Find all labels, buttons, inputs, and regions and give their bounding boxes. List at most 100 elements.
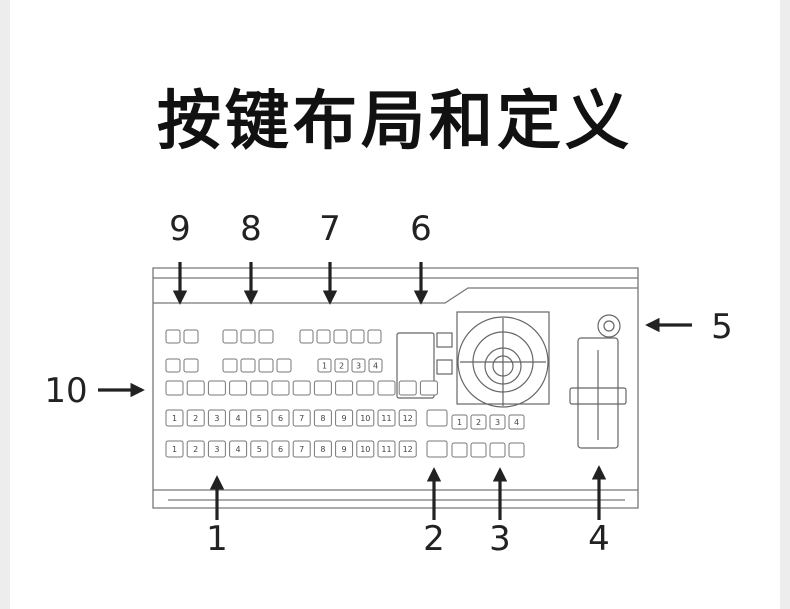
aux-key-2[interactable]: [470, 414, 487, 430]
function-key-10[interactable]: [356, 380, 375, 396]
callout-arrows: [98, 262, 692, 520]
pgm-key-10[interactable]: [356, 409, 375, 427]
cut-key[interactable]: [426, 409, 448, 427]
pgm-key-5-label: 5: [257, 414, 262, 423]
playback-key-3[interactable]: [258, 358, 274, 373]
pgm-key-4-label: 4: [236, 414, 241, 423]
pst-key-10[interactable]: [356, 440, 375, 458]
pst-key-6-label: 6: [278, 445, 283, 454]
function-key-8[interactable]: [313, 380, 332, 396]
pgm-key-10-label: 10: [360, 414, 370, 423]
function-key-3[interactable]: [207, 380, 226, 396]
pgm-key-1[interactable]: [165, 409, 184, 427]
pgm-key-8-label: 8: [320, 414, 325, 423]
aux-fn-key-2[interactable]: [470, 442, 487, 458]
callout-9: 9: [169, 209, 191, 249]
aux-key-1-label: 1: [457, 418, 462, 427]
function-key-2[interactable]: [186, 380, 205, 396]
device-outline: [152, 267, 639, 509]
callout-1: 1: [206, 519, 228, 559]
pst-key-12[interactable]: [398, 440, 417, 458]
pst-key-7[interactable]: [292, 440, 311, 458]
layer-key-4[interactable]: [368, 358, 383, 373]
function-key-7[interactable]: [292, 380, 311, 396]
page-title: 按键布局和定义: [157, 85, 633, 159]
layer-key-3[interactable]: [351, 358, 366, 373]
pst-key-7-label: 7: [299, 445, 304, 454]
pgm-key-9[interactable]: [335, 409, 354, 427]
layer-key-2[interactable]: [334, 358, 349, 373]
callout-2: 2: [423, 519, 445, 559]
effect-key-4[interactable]: [350, 329, 365, 344]
pgm-key-1-label: 1: [172, 414, 177, 423]
pgm-key-12[interactable]: [398, 409, 417, 427]
pgm-key-8[interactable]: [313, 409, 332, 427]
pst-key-11[interactable]: [377, 440, 396, 458]
aux-key-3[interactable]: [489, 414, 506, 430]
pst-key-2-label: 2: [193, 445, 198, 454]
aux-key-2-label: 2: [476, 418, 481, 427]
function-key-6[interactable]: [271, 380, 290, 396]
effect-key-5[interactable]: [367, 329, 382, 344]
macro-key-3[interactable]: [165, 358, 181, 373]
pst-key-3[interactable]: [207, 440, 226, 458]
aux-key-3-label: 3: [495, 418, 500, 427]
pst-key-11-label: 11: [381, 445, 391, 454]
function-key-9[interactable]: [335, 380, 354, 396]
callout-7: 7: [319, 209, 341, 249]
pst-key-1[interactable]: [165, 440, 184, 458]
pgm-key-6[interactable]: [271, 409, 290, 427]
playback-key-1[interactable]: [222, 358, 238, 373]
pst-key-2[interactable]: [186, 440, 205, 458]
effect-key-1[interactable]: [299, 329, 314, 344]
auto-key[interactable]: [426, 440, 448, 458]
layer-key-1[interactable]: [317, 358, 332, 373]
pgm-key-3[interactable]: [207, 409, 226, 427]
transition-key-2[interactable]: [240, 329, 256, 344]
transition-key-3[interactable]: [258, 329, 274, 344]
pst-key-10-label: 10: [360, 445, 370, 454]
macro-key-4[interactable]: [183, 358, 199, 373]
pst-key-6[interactable]: [271, 440, 290, 458]
function-key-4[interactable]: [229, 380, 248, 396]
pst-key-4-label: 4: [236, 445, 241, 454]
transition-key-1[interactable]: [222, 329, 238, 344]
callout-10: 10: [44, 371, 87, 411]
aux-key-1[interactable]: [451, 414, 468, 430]
function-key-11[interactable]: [377, 380, 396, 396]
pgm-key-5[interactable]: [250, 409, 269, 427]
aux-fn-key-1[interactable]: [451, 442, 468, 458]
function-key-1[interactable]: [165, 380, 184, 396]
macro-key-2[interactable]: [183, 329, 199, 344]
pst-key-9-label: 9: [342, 445, 347, 454]
macro-key-1[interactable]: [165, 329, 181, 344]
playback-key-2[interactable]: [240, 358, 256, 373]
pgm-key-3-label: 3: [214, 414, 219, 423]
function-key-5[interactable]: [250, 380, 269, 396]
aux-key-4[interactable]: [508, 414, 525, 430]
joystick-module: [456, 311, 550, 408]
callout-8: 8: [240, 209, 262, 249]
pst-key-4[interactable]: [229, 440, 248, 458]
aux-fn-key-3[interactable]: [489, 442, 506, 458]
pgm-key-4[interactable]: [229, 409, 248, 427]
aux-fn-key-4[interactable]: [508, 442, 525, 458]
layer-key-1-label: 1: [322, 362, 327, 371]
pgm-key-7[interactable]: [292, 409, 311, 427]
effect-key-2[interactable]: [316, 329, 331, 344]
pgm-key-7-label: 7: [299, 414, 304, 423]
aux-key-4-label: 4: [514, 418, 519, 427]
pgm-key-11[interactable]: [377, 409, 396, 427]
effect-key-3[interactable]: [333, 329, 348, 344]
pst-key-8[interactable]: [313, 440, 332, 458]
pst-key-9[interactable]: [335, 440, 354, 458]
playback-key-4[interactable]: [276, 358, 292, 373]
pst-key-5[interactable]: [250, 440, 269, 458]
pgm-key-2[interactable]: [186, 409, 205, 427]
function-key-12[interactable]: [398, 380, 417, 396]
function-key-13[interactable]: [419, 380, 438, 396]
layer-key-2-label: 2: [339, 362, 344, 371]
tbar-fader: [569, 314, 627, 449]
